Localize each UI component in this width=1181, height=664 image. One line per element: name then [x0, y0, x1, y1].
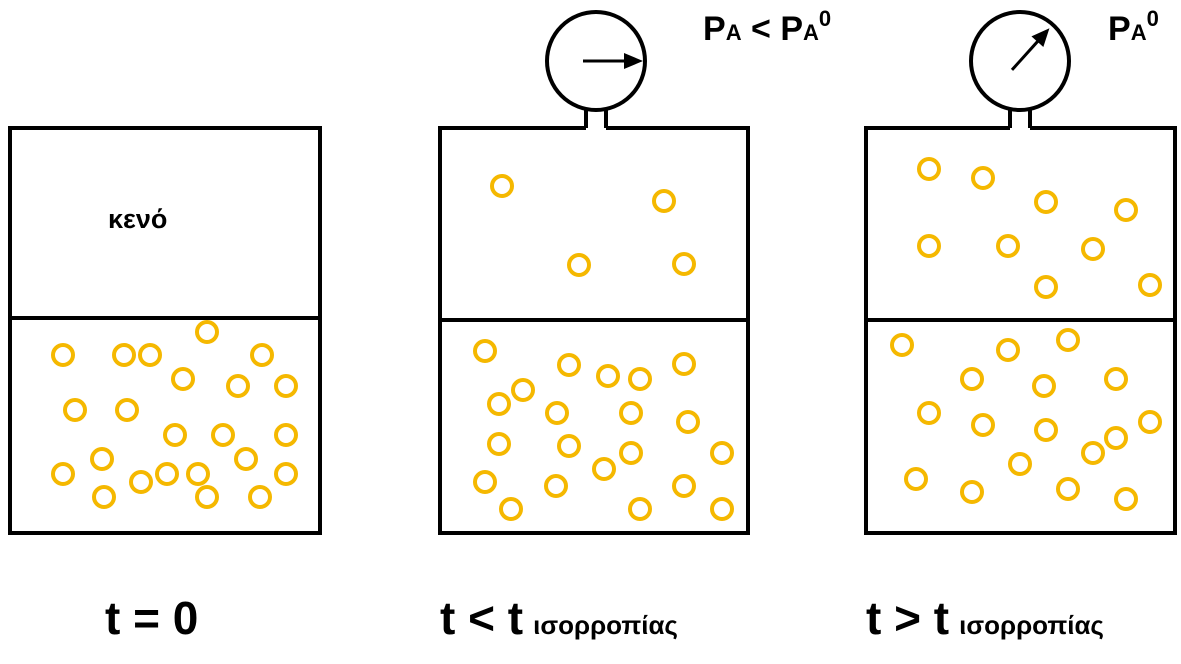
pressure-label-after-equilibrium: PA0	[1108, 6, 1159, 48]
particle	[63, 398, 87, 422]
particle	[1138, 410, 1162, 434]
particle	[274, 423, 298, 447]
particle	[890, 333, 914, 357]
particle	[544, 474, 568, 498]
particle	[115, 398, 139, 422]
particle	[250, 343, 274, 367]
particle	[51, 343, 75, 367]
particle	[960, 480, 984, 504]
particle	[90, 447, 114, 471]
particle	[1081, 441, 1105, 465]
particle	[619, 441, 643, 465]
gauge-needle-after-equilibrium	[1010, 28, 1050, 71]
particle	[1034, 190, 1058, 214]
particle	[487, 392, 511, 416]
particle	[676, 410, 700, 434]
particle	[545, 401, 569, 425]
caption-t0: t = 0	[105, 592, 198, 644]
particle	[996, 338, 1020, 362]
liquid-particles-t0	[51, 320, 298, 509]
panel-t0: κενό t = 0	[8, 126, 322, 644]
particle	[226, 374, 250, 398]
particle	[487, 432, 511, 456]
vapor-particles-before-equilibrium	[490, 174, 696, 277]
particle	[490, 174, 514, 198]
particle	[129, 470, 153, 494]
particle	[1032, 374, 1056, 398]
particle	[917, 157, 941, 181]
particle	[672, 474, 696, 498]
particle	[1114, 198, 1138, 222]
particle	[567, 253, 591, 277]
particle	[672, 252, 696, 276]
particle	[628, 497, 652, 521]
gauge-needle-before-equilibrium	[583, 53, 643, 69]
particle	[557, 434, 581, 458]
particle	[248, 485, 272, 509]
particle	[917, 401, 941, 425]
particle	[195, 320, 219, 344]
particle	[619, 401, 643, 425]
particle	[557, 353, 581, 377]
particle	[1056, 328, 1080, 352]
container-t0	[8, 126, 322, 535]
particle	[628, 367, 652, 391]
particle	[92, 485, 116, 509]
particle	[596, 364, 620, 388]
particle	[274, 374, 298, 398]
particle	[1138, 273, 1162, 297]
particle	[960, 367, 984, 391]
particle	[1034, 418, 1058, 442]
particle	[186, 462, 210, 486]
particle	[1056, 477, 1080, 501]
particle	[138, 343, 162, 367]
particle	[473, 470, 497, 494]
particle	[1008, 452, 1032, 476]
particle	[1034, 275, 1058, 299]
particle	[511, 378, 535, 402]
particle	[710, 497, 734, 521]
container-before-equilibrium	[438, 126, 750, 535]
particle	[904, 467, 928, 491]
liquid-particles-after-equilibrium	[890, 328, 1162, 511]
particle	[1114, 487, 1138, 511]
particle	[171, 367, 195, 391]
particle	[652, 189, 676, 213]
particle	[592, 457, 616, 481]
particle	[917, 234, 941, 258]
particle	[112, 343, 136, 367]
particle	[51, 462, 75, 486]
particle	[211, 423, 235, 447]
particle	[499, 497, 523, 521]
particle	[1104, 367, 1128, 391]
particle	[1081, 237, 1105, 261]
particle	[163, 423, 187, 447]
particle	[1104, 426, 1128, 450]
particle	[195, 485, 219, 509]
particle	[473, 339, 497, 363]
vacuum-label: κενό	[108, 204, 167, 234]
particle	[274, 462, 298, 486]
vapor-particles-after-equilibrium	[917, 157, 1162, 299]
liquid-particles-before-equilibrium	[473, 339, 734, 521]
particle	[710, 441, 734, 465]
particle	[155, 462, 179, 486]
particle	[672, 352, 696, 376]
particle	[234, 447, 258, 471]
particle	[971, 413, 995, 437]
container-after-equilibrium	[864, 126, 1177, 535]
pressure-label-before-equilibrium: PA < PA0	[703, 6, 831, 48]
particle	[971, 166, 995, 190]
particle	[996, 234, 1020, 258]
